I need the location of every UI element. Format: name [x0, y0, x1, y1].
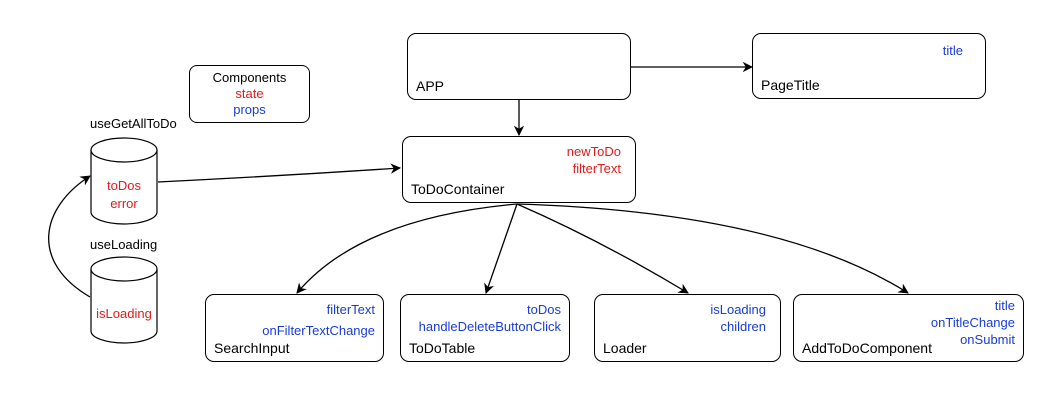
state-newtodo: newToDo: [566, 144, 621, 159]
prop-handledeletebuttonclick: handleDeleteButtonClick: [418, 319, 561, 334]
legend-state: state: [235, 86, 264, 101]
hook-label-get-all: useGetAllToDo: [90, 116, 177, 131]
node-name: ToDoContainer: [411, 181, 505, 197]
hook-loading-cylinder: isLoading: [90, 256, 158, 344]
node-add-todo: title onTitleChange onSubmit AddToDoComp…: [793, 294, 1024, 362]
node-todo-table: toDos handleDeleteButtonClick ToDoTable: [400, 294, 570, 362]
prop-title: title: [942, 43, 963, 58]
edge-todocontainer-to-addtodo: [516, 203, 909, 294]
hook-state-isloading: isLoading: [96, 306, 152, 321]
legend-box: Components state props: [189, 65, 310, 123]
node-name: SearchInput: [214, 340, 290, 356]
node-name: AddToDoComponent: [802, 340, 932, 356]
prop-filtertext: filterText: [326, 302, 375, 317]
prop-children: children: [720, 319, 766, 334]
edge-todocontainer-to-todotable: [484, 203, 518, 294]
hook-state-error: error: [110, 196, 138, 211]
node-app: APP: [407, 33, 631, 100]
prop-onsubmit: onSubmit: [960, 332, 1015, 347]
node-todo-container: newToDo filterText ToDoContainer: [402, 136, 636, 203]
node-name: APP: [416, 78, 445, 94]
prop-isloading: isLoading: [710, 302, 766, 317]
cylinder-shape: [90, 137, 158, 225]
node-page-title: title PageTitle: [752, 33, 986, 99]
node-name: ToDoTable: [409, 340, 476, 356]
legend-title: Components: [212, 70, 287, 85]
node-name: PageTitle: [761, 77, 820, 93]
prop-onfiltertextchange: onFilterTextChange: [262, 323, 375, 338]
hook-state-todos: toDos: [107, 178, 141, 193]
state-filtertext: filterText: [572, 161, 621, 176]
prop-title: title: [994, 298, 1015, 313]
edge-todocontainer-to-searchinput: [296, 203, 518, 294]
prop-ontitlechange: onTitleChange: [930, 315, 1015, 330]
edge-getall-to-todocontainer: [157, 163, 402, 183]
node-name: Loader: [603, 340, 647, 356]
hook-get-all-cylinder: toDos error: [90, 137, 158, 225]
hook-label-loading: useLoading: [90, 237, 158, 252]
legend-props: props: [233, 102, 266, 117]
node-loader: isLoading children Loader: [594, 294, 781, 362]
node-search-input: filterText onFilterTextChange SearchInpu…: [205, 294, 384, 362]
edge-loading-to-getall: [48, 175, 91, 298]
prop-todos: toDos: [527, 302, 561, 317]
edge-todocontainer-to-loader: [516, 203, 689, 294]
cylinder-shape: [90, 256, 158, 344]
